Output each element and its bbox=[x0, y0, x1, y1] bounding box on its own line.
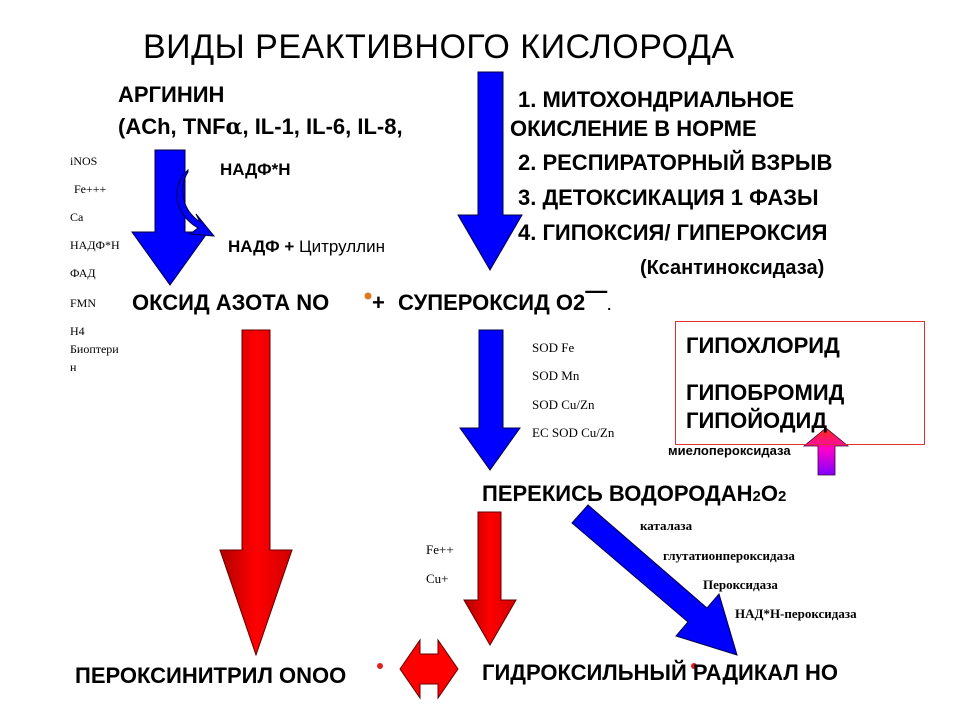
hydroxyl-radical-label: ГИДРОКСИЛЬНЫЙ РАДИКАЛ НО bbox=[482, 660, 838, 685]
hydrogen-peroxide-label: ПЕРЕКИСЬ ВОДОРОДАН2О2 bbox=[482, 481, 787, 506]
enzyme-catalase: каталаза bbox=[640, 518, 693, 533]
sod-cu-zn: SOD Cu/Zn bbox=[532, 397, 595, 412]
nitric-oxide-label: ОКСИД АЗОТА NO bbox=[132, 290, 330, 315]
source-mitochondrial-2: ОКИСЛЕНИЕ В НОРМЕ bbox=[510, 116, 757, 141]
source-respiratory-burst: 2. РЕСПИРАТОРНЫЙ ВЗРЫВ bbox=[518, 150, 833, 175]
alpha-symbol: α bbox=[225, 114, 243, 140]
double-arrow-peroxynitrite-hydroxyl bbox=[399, 638, 459, 700]
radical-dot-onoo bbox=[377, 663, 383, 669]
cofactor-biopterin: Биоптери bbox=[70, 342, 119, 356]
nadph-label: НАДФ*Н bbox=[220, 160, 291, 179]
cofactor-fad: ФАД bbox=[70, 266, 96, 280]
cofactor-h4: H4 bbox=[70, 324, 85, 338]
superoxide-charge: — bbox=[585, 278, 608, 303]
curved-arrow-nadph bbox=[176, 168, 216, 237]
cofactor-ca: Ca bbox=[70, 210, 84, 224]
source-hypoxia: 4. ГИПОКСИЯ/ ГИПЕРОКСИЯ bbox=[518, 220, 828, 245]
peroxynitrite-label: ПЕРОКСИНИТРИЛ ONOO bbox=[75, 663, 347, 688]
sod-mn: SOD Mn bbox=[532, 368, 580, 383]
arrow-peroxide-to-enzymes bbox=[571, 504, 738, 656]
superoxide-dot: . bbox=[607, 297, 612, 313]
ec-sod-cu-zn: EC SOD Cu/Zn bbox=[532, 425, 615, 440]
radical-dot-no bbox=[364, 292, 372, 300]
sod-fe: SOD Fe bbox=[532, 340, 575, 355]
cofactor-nadph: НАДФ*Н bbox=[70, 238, 120, 252]
nadp-citrulline-label: НАДФ + Цитруллин bbox=[228, 237, 385, 256]
arginine-mediators: (ACh, TNFα, IL-1, IL-6, IL-8, bbox=[118, 114, 403, 140]
arrow-arginine-to-no bbox=[131, 149, 209, 286]
metal-cu1: Cu+ bbox=[426, 571, 449, 586]
arrow-sources-to-superoxide bbox=[457, 71, 523, 271]
cofactor-fmn: FMN bbox=[70, 296, 97, 310]
cofactor-biopterin-end: н bbox=[70, 360, 77, 374]
arrow-peroxide-to-hydroxyl bbox=[463, 511, 517, 646]
enzyme-nadh-peroxidase: НАД*Н-пероксидаза bbox=[735, 606, 857, 621]
radical-dot-ho bbox=[691, 663, 697, 669]
hypochlorite-label: ГИПОХЛОРИД bbox=[686, 333, 840, 358]
arrow-no-to-peroxynitrite bbox=[219, 329, 293, 657]
source-detoxication: 3. ДЕТОКСИКАЦИЯ 1 ФАЗЫ bbox=[518, 185, 819, 210]
arrow-myeloperoxidase-up bbox=[802, 427, 850, 476]
arginine-label: АРГИНИН bbox=[118, 82, 225, 107]
hypoiodite-label: ГИПОЙОДИД bbox=[686, 408, 828, 433]
superoxide-label: СУПЕРОКСИД О2—. bbox=[398, 278, 612, 315]
myeloperoxidase-label: миелопероксидаза bbox=[668, 443, 791, 458]
source-mitochondrial: 1. МИТОХОНДРИАЛЬНОЕ bbox=[518, 87, 795, 112]
page-title: ВИДЫ РЕАКТИВНОГО КИСЛОРОДА bbox=[143, 28, 735, 66]
source-xanthine-oxidase: (Ксантиноксидаза) bbox=[640, 257, 825, 279]
hypobromite-label: ГИПОБРОМИД bbox=[686, 380, 845, 405]
metal-fe2: Fe++ bbox=[426, 542, 454, 557]
halides-box bbox=[675, 321, 925, 445]
arrow-superoxide-to-peroxide bbox=[459, 329, 521, 471]
enzyme-peroxidase: Пероксидаза bbox=[703, 577, 778, 592]
plus-sign: + bbox=[372, 290, 385, 315]
enzyme-glutathione-peroxidase: глутатионпероксидаза bbox=[663, 548, 795, 563]
cofactor-inos: iNOS bbox=[70, 154, 98, 168]
cofactor-fe3: Fe+++ bbox=[74, 182, 107, 196]
